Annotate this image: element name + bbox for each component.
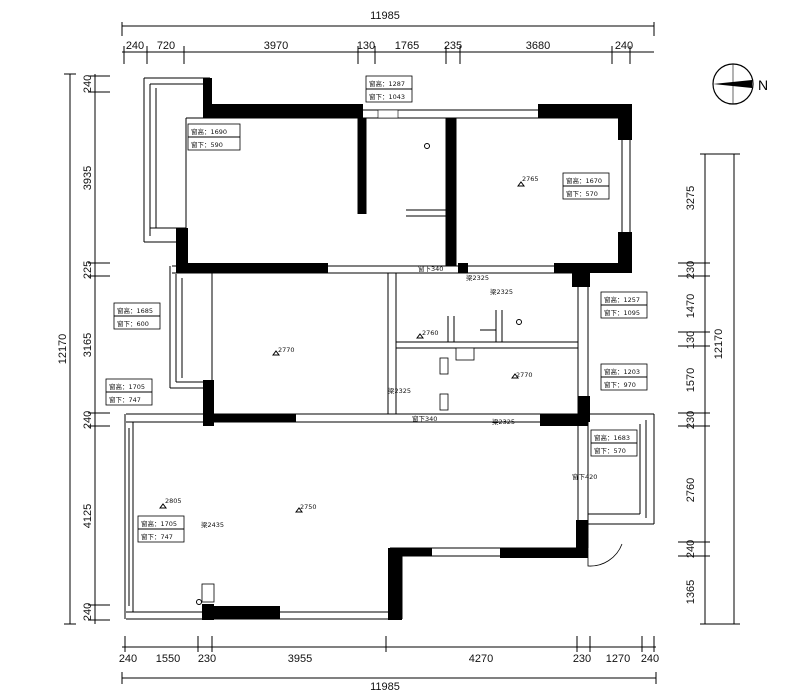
right-dim-8: 240 (685, 540, 697, 558)
top-dim-6: 235 (444, 40, 462, 52)
bottom-dim-4: 3955 (288, 653, 312, 665)
window-note-1-height: 窗高：1287 (369, 79, 405, 88)
top-dim-7: 3680 (526, 40, 550, 52)
window-note-5: 窗高：1705 窗下：747 (105, 378, 153, 406)
bottom-total-dimension: 11985 (370, 681, 400, 693)
left-total-dimension: 12170 (57, 334, 69, 365)
left-dim-6: 4125 (82, 504, 94, 528)
window-note-9-sill: 窗下：747 (141, 532, 173, 541)
window-note-6-height: 窗高：1257 (604, 295, 640, 304)
left-dim-7: 240 (82, 603, 94, 621)
right-dim-7: 2760 (685, 478, 697, 502)
beam-label-3: 梁2325 (388, 386, 411, 395)
window-note-8-sill: 窗下：570 (594, 446, 626, 455)
right-dim-5: 1570 (685, 368, 697, 392)
window-note-4: 窗高：1685 窗下：600 (113, 302, 161, 330)
height-label-5: 2805 (165, 497, 182, 505)
beam-label-4: 梁2325 (492, 417, 515, 426)
window-note-2-sill: 窗下：590 (191, 140, 223, 149)
thick-walls (176, 78, 632, 620)
door-label-2: 窗下340 (412, 414, 437, 423)
window-note-5-sill: 窗下：747 (109, 395, 141, 404)
right-dim-3: 1470 (685, 294, 697, 318)
left-dim-3: 225 (82, 261, 94, 279)
right-total-dimension: 12170 (713, 329, 725, 360)
door-label-3: 窗下420 (572, 472, 597, 481)
right-dim-2: 230 (685, 261, 697, 279)
top-dimension-lines (121, 22, 655, 64)
compass-north-label: N (758, 77, 768, 93)
height-marks (159, 181, 525, 513)
window-note-8-height: 窗高：1683 (594, 433, 630, 442)
right-dim-6: 230 (685, 411, 697, 429)
left-dim-5: 240 (82, 411, 94, 429)
beam-label-2: 梁2325 (490, 287, 513, 296)
bottom-dimension-lines (121, 636, 657, 684)
window-note-3: 窗高：1670 窗下：570 (562, 172, 610, 200)
bottom-dim-2: 1550 (156, 653, 180, 665)
window-note-2-height: 窗高：1690 (191, 127, 227, 136)
beam-label-5: 梁2435 (201, 520, 224, 529)
wall-outlines (124, 77, 655, 620)
top-total-dimension: 11985 (370, 10, 400, 22)
top-dim-2: 720 (157, 40, 175, 52)
bottom-dim-6: 230 (573, 653, 591, 665)
window-note-3-sill: 窗下：570 (566, 189, 598, 198)
window-note-4-sill: 窗下：600 (117, 319, 149, 328)
bottom-dim-1: 240 (119, 653, 137, 665)
window-note-2: 窗高：1690 窗下：590 (187, 123, 241, 151)
window-note-1-sill: 窗下：1043 (369, 92, 405, 101)
door-label-1: 窗下340 (418, 264, 443, 273)
left-dim-4: 3165 (82, 333, 94, 357)
window-note-3-height: 窗高：1670 (566, 176, 602, 185)
fixtures (196, 109, 623, 605)
window-note-7-height: 窗高：1203 (604, 367, 640, 376)
bottom-dim-7: 1270 (606, 653, 630, 665)
window-note-7-sill: 窗下：970 (604, 380, 636, 389)
top-dim-1: 240 (126, 40, 144, 52)
right-dimension-lines (678, 153, 740, 625)
right-dim-1: 3275 (685, 186, 697, 210)
height-label-6: 2750 (300, 503, 317, 511)
window-note-1: 窗高：1287 窗下：1043 (365, 75, 413, 103)
window-note-9-height: 窗高：1705 (141, 519, 177, 528)
top-dim-8: 240 (615, 40, 633, 52)
right-dim-4: 130 (685, 331, 697, 349)
window-note-9: 窗高：1705 窗下：747 (137, 515, 185, 543)
beam-label-1: 梁2325 (466, 273, 489, 282)
top-dim-3: 3970 (264, 40, 288, 52)
window-note-6-sill: 窗下：1095 (604, 308, 640, 317)
top-dim-5: 1765 (395, 40, 419, 52)
window-note-4-height: 窗高：1685 (117, 306, 153, 315)
height-label-3: 2760 (422, 329, 439, 337)
top-dim-4: 130 (357, 40, 375, 52)
height-label-4: 2770 (516, 371, 533, 379)
window-note-8: 窗高：1683 窗下：570 (590, 429, 638, 457)
height-label-2: 2770 (278, 346, 295, 354)
right-dim-9: 1365 (685, 580, 697, 604)
height-label-1: 2765 (522, 175, 539, 183)
left-dim-2: 3935 (82, 166, 94, 190)
bottom-dim-5: 4270 (469, 653, 493, 665)
north-compass (712, 63, 754, 105)
window-note-7: 窗高：1203 窗下：970 (600, 363, 648, 391)
bottom-dim-3: 230 (198, 653, 216, 665)
window-note-5-height: 窗高：1705 (109, 382, 145, 391)
bottom-dim-8: 240 (641, 653, 659, 665)
window-note-6: 窗高：1257 窗下：1095 (600, 291, 648, 319)
left-dim-1: 240 (82, 75, 94, 93)
left-dimension-lines (64, 73, 110, 625)
